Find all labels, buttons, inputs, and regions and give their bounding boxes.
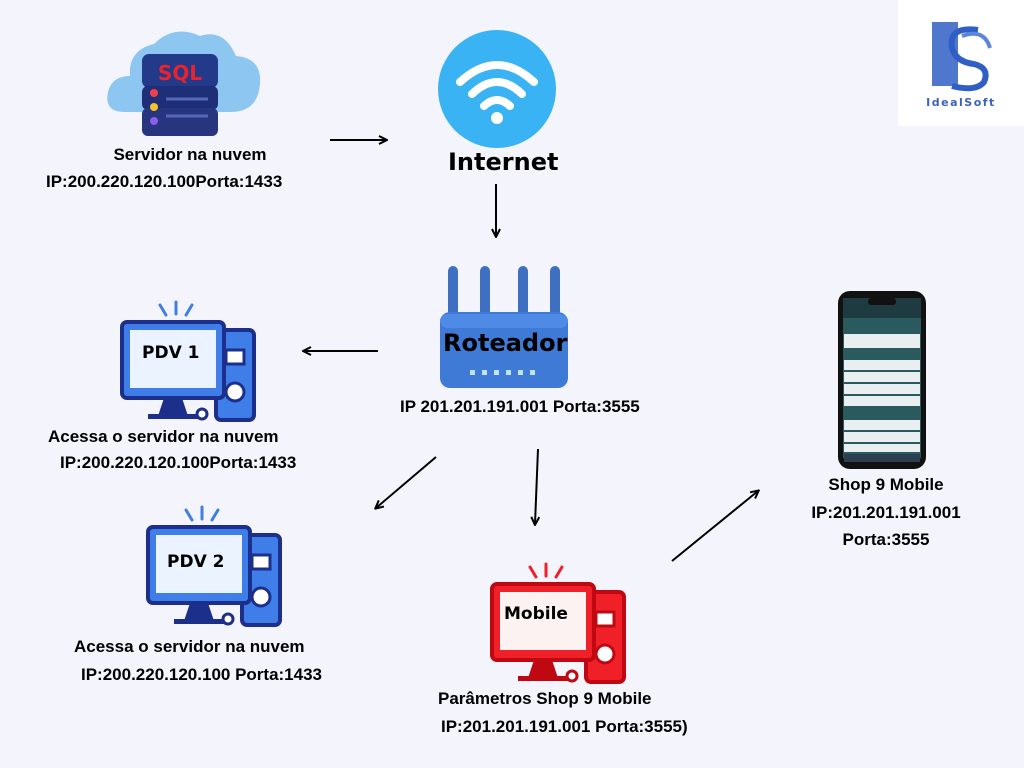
phone-line3: Porta:3555 (842, 530, 930, 549)
pdv1-address: IP:200.220.120.100Porta:1433 (60, 453, 297, 472)
smartphone-icon (838, 291, 926, 469)
logo-text: IdealSoft (926, 96, 996, 109)
phone-line1: Shop 9 Mobile (828, 475, 944, 494)
pdv2-title: Acessa o servidor na nuvem (74, 637, 305, 656)
sql-badge: SQL (158, 61, 202, 85)
desktop-computer-icon (120, 300, 256, 422)
pdv1-screen-label: PDV 1 (142, 343, 200, 363)
pdv1-title: Acessa o servidor na nuvem (48, 427, 279, 446)
idealsoft-logo: IdealSoft (898, 0, 1024, 126)
desktop-computer-icon (146, 505, 282, 627)
mobile-screen-label: Mobile (504, 604, 568, 624)
server-title: Servidor na nuvem (113, 145, 267, 164)
desktop-computer-icon (490, 562, 626, 684)
server-address: IP:200.220.120.100Porta:1433 (46, 172, 283, 191)
arrow-router-to-pdv2 (376, 456, 437, 508)
arrow-router-to-mobile (535, 448, 538, 524)
phone-line2: IP:201.201.191.001 (811, 503, 961, 522)
internet-label: Internet (448, 148, 559, 176)
logo-mark-icon (932, 22, 992, 92)
wifi-icon (438, 30, 556, 148)
router-label: Roteador (443, 329, 568, 357)
mobile-address: IP:201.201.191.001 Porta:3555) (441, 717, 688, 736)
mobile-title: Parâmetros Shop 9 Mobile (438, 689, 652, 708)
pdv2-screen-label: PDV 2 (167, 552, 225, 572)
router-address: IP 201.201.191.001 Porta:3555 (400, 397, 640, 416)
arrow-mobile-to-phone (671, 491, 758, 562)
router-icon (440, 266, 568, 388)
cloud-database-icon: SQL (107, 31, 261, 136)
pdv2-address: IP:200.220.120.100 Porta:1433 (81, 665, 323, 684)
